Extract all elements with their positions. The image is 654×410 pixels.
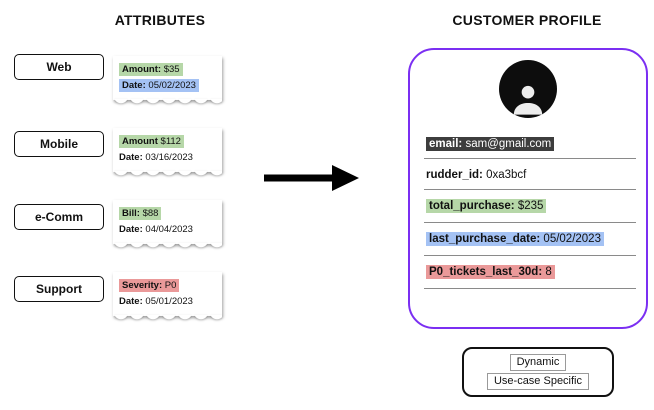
row-separator xyxy=(424,255,636,256)
note-support-line2: Date: 05/01/2023 xyxy=(119,296,193,308)
note-mobile-line2: Date: 03/16/2023 xyxy=(119,152,193,164)
note-ecomm-line2: Date: 04/04/2023 xyxy=(119,224,193,236)
person-icon xyxy=(513,85,543,115)
source-label-support: Support xyxy=(14,276,104,302)
profile-row-rudder-id: rudder_id: 0xa3bcf xyxy=(426,169,527,181)
note-web-line1: Amount: $35 xyxy=(119,62,216,78)
profile-row-total-purchase: total_purchase: $235 xyxy=(426,199,638,213)
note-ecomm: Bill: $88 Date: 04/04/2023 xyxy=(113,200,222,245)
customer-profile-title: CUSTOMER PROFILE xyxy=(452,12,602,28)
customer-profile-card: email: sam@gmail.com rudder_id: 0xa3bcf … xyxy=(408,48,648,329)
note-support: Severity: P0 Date: 05/01/2023 xyxy=(113,272,222,317)
row-separator xyxy=(424,189,636,190)
profile-row-p0-tickets: P0_tickets_last_30d: 8 xyxy=(426,265,638,279)
profile-row-email: email: sam@gmail.com xyxy=(426,137,638,151)
row-separator xyxy=(424,222,636,223)
profile-row-last-purchase-date: last_purchase_date: 05/02/2023 xyxy=(426,232,638,246)
attributes-title: ATTRIBUTES xyxy=(114,12,206,28)
source-label-mobile: Mobile xyxy=(14,131,104,157)
row-separator xyxy=(424,288,636,289)
note-web-line2: Date: 05/02/2023 xyxy=(119,78,216,94)
row-separator xyxy=(424,158,636,159)
note-web: Amount: $35 Date: 05/02/2023 xyxy=(113,56,222,101)
note-support-line1: Severity: P0 xyxy=(119,278,216,294)
avatar xyxy=(499,60,557,118)
note-mobile: Amount $112 Date: 03/16/2023 xyxy=(113,128,222,173)
flow-arrow-icon xyxy=(264,165,359,191)
note-ecomm-line1: Bill: $88 xyxy=(119,206,216,222)
legend-dynamic-label: Dynamic xyxy=(509,354,567,371)
legend-use-case-label: Use-case Specific xyxy=(486,373,590,390)
source-label-ecomm: e-Comm xyxy=(14,204,104,230)
legend-box: Dynamic Use-case Specific xyxy=(462,347,614,397)
note-mobile-line1: Amount $112 xyxy=(119,134,216,150)
source-label-web: Web xyxy=(14,54,104,80)
